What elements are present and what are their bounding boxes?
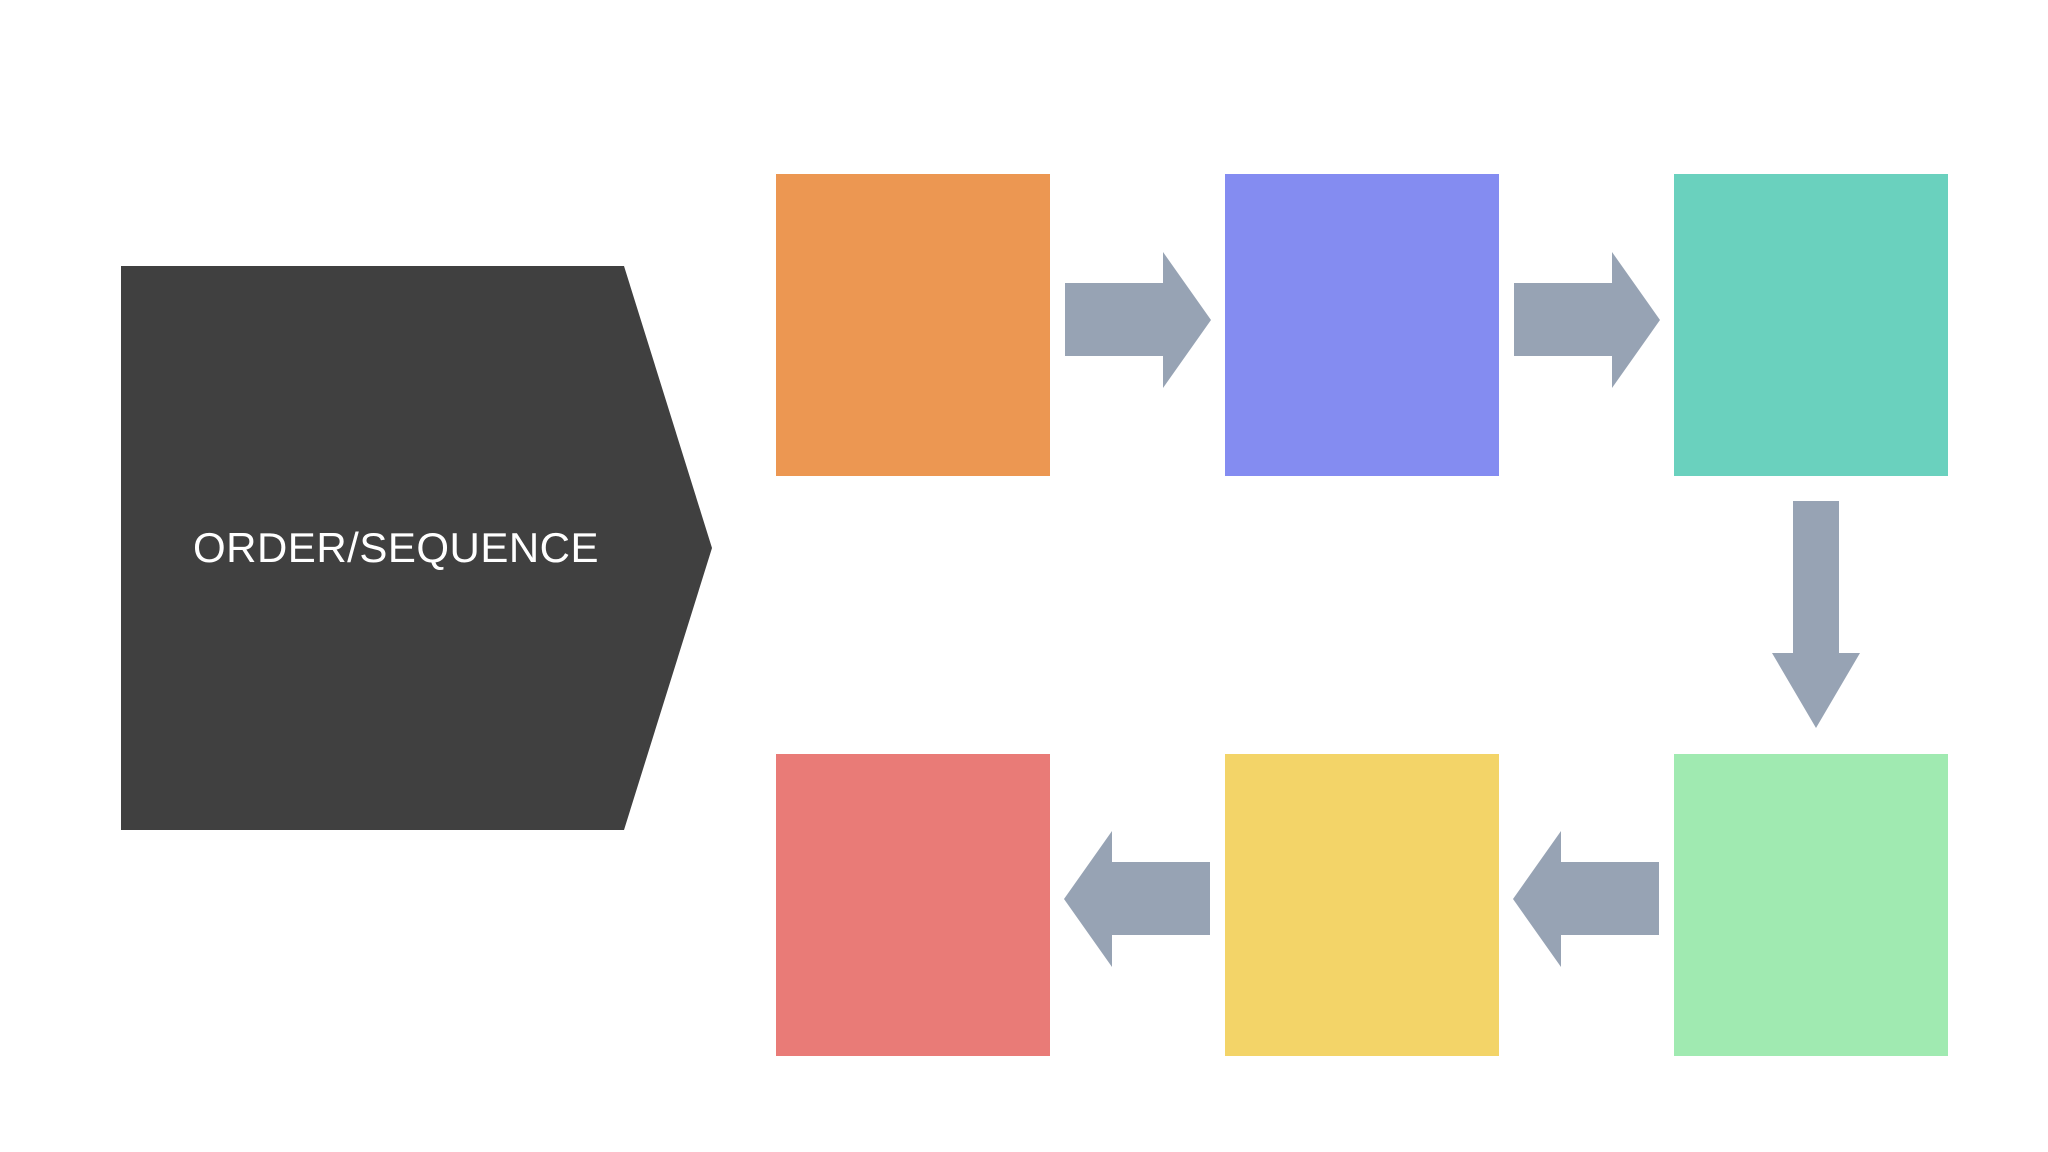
title-chevron-shape (121, 266, 712, 830)
arrow-left-icon (1513, 831, 1659, 967)
step-box-1 (776, 174, 1050, 476)
step-box-3 (1674, 174, 1948, 476)
step-box-5 (1225, 754, 1499, 1056)
arrow-right-icon (1065, 252, 1211, 388)
step-box-2 (1225, 174, 1499, 476)
step-box-4 (1674, 754, 1948, 1056)
arrow-left-icon (1064, 831, 1210, 967)
diagram-title: ORDER/SEQUENCE (193, 524, 599, 571)
arrow-down-icon (1772, 501, 1860, 728)
step-box-6 (776, 754, 1050, 1056)
arrow-right-icon (1514, 252, 1660, 388)
